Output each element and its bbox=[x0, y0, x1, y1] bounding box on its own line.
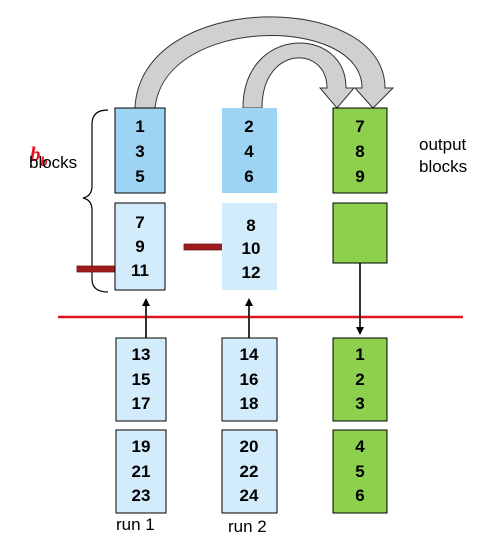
block-value: 7 bbox=[355, 117, 364, 136]
block-value: 14 bbox=[240, 345, 259, 364]
block-value: 9 bbox=[355, 167, 364, 186]
output-disk-block-2: 4 5 6 bbox=[332, 429, 388, 514]
block-value: 1 bbox=[135, 117, 144, 136]
block-value: 21 bbox=[132, 462, 151, 481]
block-value: 5 bbox=[355, 462, 364, 481]
buffer-bracket bbox=[82, 109, 109, 293]
run1-disk-block-2: 19 21 23 bbox=[115, 429, 167, 514]
block-value: 11 bbox=[131, 261, 149, 280]
block-value: 9 bbox=[135, 237, 144, 256]
block-value: 3 bbox=[355, 394, 364, 413]
block-value: 4 bbox=[244, 142, 254, 161]
blocks-label: blocks bbox=[29, 153, 77, 172]
bb-label: bb bbox=[30, 142, 48, 170]
block-value: 17 bbox=[132, 394, 151, 413]
run1-buffer-block-1: 1 3 5 bbox=[114, 107, 166, 194]
block-value: 5 bbox=[135, 167, 144, 186]
run1-label: run 1 bbox=[116, 515, 155, 534]
block-value: 4 bbox=[355, 437, 365, 456]
curved-arrow-run2 bbox=[242, 42, 356, 109]
block-value: 20 bbox=[240, 437, 259, 456]
block-value: 16 bbox=[240, 370, 259, 389]
block-value: 2 bbox=[355, 370, 364, 389]
block-value: 23 bbox=[132, 486, 151, 505]
block-value: 18 bbox=[240, 394, 259, 413]
run2-label: run 2 bbox=[228, 517, 267, 536]
run2-disk-block-2: 20 22 24 bbox=[221, 429, 278, 514]
run1-disk-block-1: 13 15 17 bbox=[115, 337, 167, 422]
block-value: 10 bbox=[242, 239, 261, 258]
curved-arrow-run1 bbox=[134, 16, 395, 109]
output-buffer-block-2 bbox=[332, 202, 388, 264]
output-buffer-block-1: 7 8 9 bbox=[332, 107, 388, 194]
block-value: 12 bbox=[242, 263, 261, 282]
block-value: 7 bbox=[135, 213, 144, 232]
run2-buffer-block-2: 8 10 12 bbox=[222, 203, 277, 290]
block-value: 6 bbox=[355, 486, 364, 505]
block-value: 1 bbox=[355, 345, 364, 364]
run2-disk-block-1: 14 16 18 bbox=[221, 337, 278, 422]
block-value: 24 bbox=[240, 486, 259, 505]
block-value: 22 bbox=[240, 462, 259, 481]
block-value: 19 bbox=[132, 437, 151, 456]
block-value: 15 bbox=[132, 370, 151, 389]
output-label-line1: output bbox=[419, 135, 467, 154]
block-value: 13 bbox=[132, 345, 151, 364]
output-label-line2: blocks bbox=[419, 157, 467, 176]
run2-buffer-block-1: 2 4 6 bbox=[222, 108, 277, 193]
block-value: 3 bbox=[135, 142, 144, 161]
block-value: 8 bbox=[246, 216, 255, 235]
run1-buffer-block-2: 7 9 11 bbox=[114, 202, 166, 291]
block-value: 6 bbox=[244, 167, 253, 186]
block-value: 2 bbox=[244, 117, 253, 136]
block-value: 8 bbox=[355, 142, 364, 161]
output-disk-block-1: 1 2 3 bbox=[332, 337, 388, 422]
